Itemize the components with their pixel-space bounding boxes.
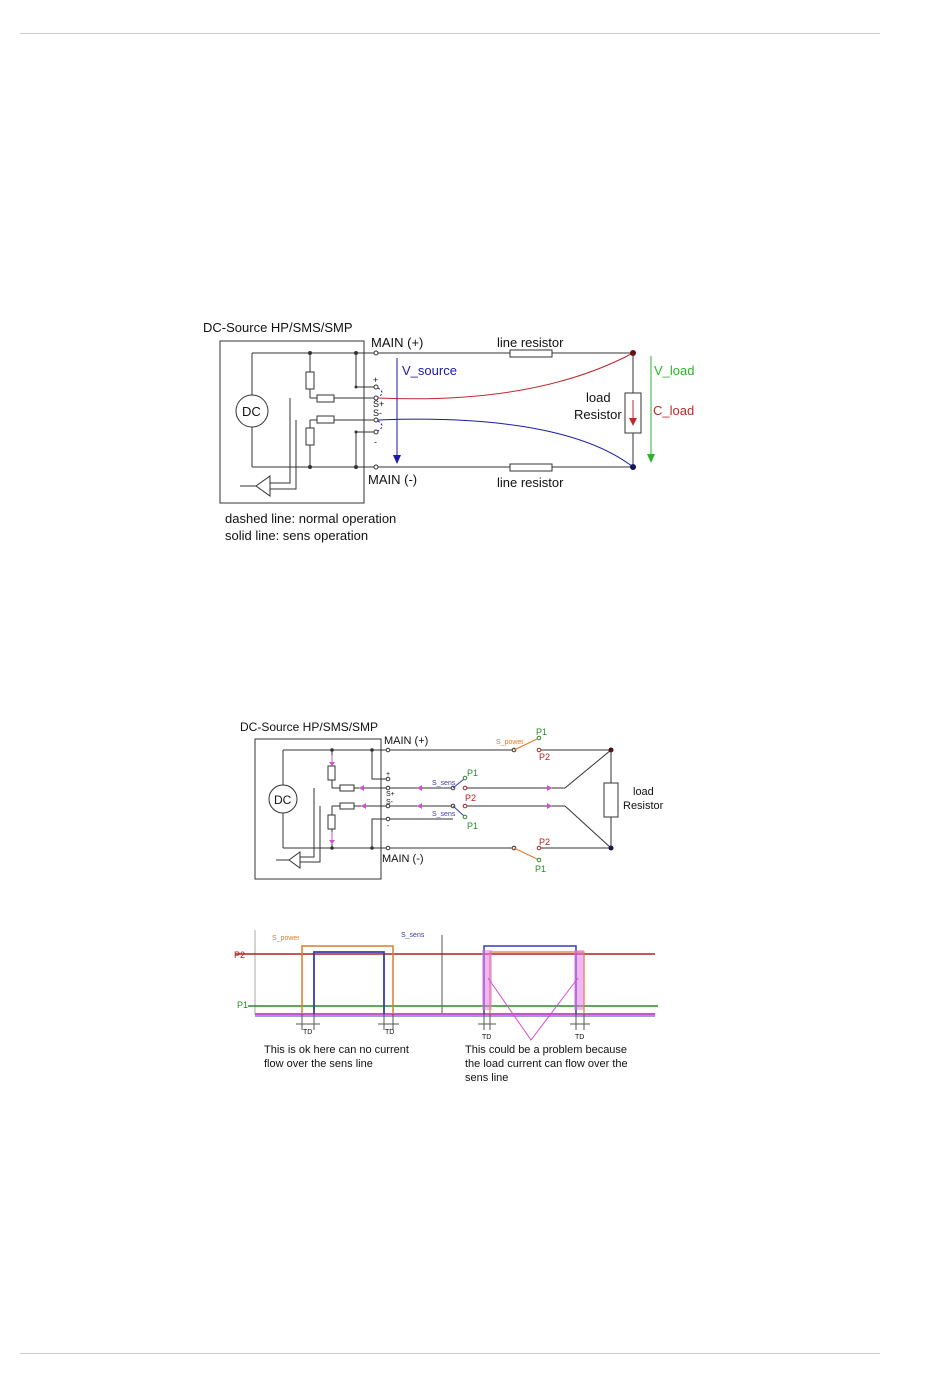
d1-c-load-label: C_load — [653, 403, 694, 418]
d1-legend-solid: solid line: sens operation — [225, 528, 368, 543]
d1-main-minus-label: MAIN (-) — [368, 472, 417, 487]
d1-legend-dashed: dashed line: normal operation — [225, 511, 396, 526]
diagram-switching-circuit: DC-Source HP/SMS/SMP DC — [240, 720, 664, 880]
d2-internal-resistor-top — [327, 765, 336, 781]
timing-td-2: TD — [385, 1029, 394, 1036]
d2-term-sminus: S- — [386, 799, 394, 806]
timing-s-sens-pulse-right — [483, 945, 577, 1014]
d1-term-sminus: S- — [373, 408, 382, 418]
d1-internal-resistor-bottom — [305, 427, 315, 446]
d2-dc-label: DC — [274, 793, 292, 807]
d1-main-plus-label: MAIN (+) — [371, 335, 423, 350]
footer-rule — [20, 1353, 880, 1354]
d1-sense-resistor-top — [316, 394, 335, 403]
d1-sense-plus-line — [377, 352, 634, 400]
d2-p2-top: P2 — [539, 752, 550, 762]
timing-current-flow-path — [487, 977, 579, 1041]
timing-p1-label: P1 — [237, 1000, 248, 1010]
timing-note-right-3: sens line — [465, 1072, 508, 1084]
d2-main-minus-label: MAIN (-) — [382, 853, 424, 865]
d1-load-label-2: Resistor — [574, 407, 622, 422]
d2-main-plus-label: MAIN (+) — [384, 735, 428, 747]
d1-dc-source-symbol — [235, 394, 269, 428]
d2-s-sens-top-label: S_sens — [432, 780, 456, 787]
d2-title: DC-Source HP/SMS/SMP — [240, 720, 378, 734]
d2-s-power-label: S_power — [496, 739, 524, 746]
d1-internal-resistor-top — [305, 371, 315, 390]
timing-p2-label: P2 — [234, 950, 245, 960]
timing-s-power-label: S_power — [272, 935, 300, 942]
d2-sense-resistor-bottom — [339, 802, 355, 810]
timing-note-left-1: This is ok here can no current — [264, 1044, 409, 1056]
d1-term-splus: S+ — [373, 399, 384, 409]
diagram-normal-vs-sense: DC-Source HP/SMS/SMP DC — [203, 320, 694, 543]
d1-title: DC-Source HP/SMS/SMP — [203, 320, 353, 335]
d1-dc-label: DC — [242, 404, 261, 419]
d2-p1-bottom: P1 — [535, 864, 546, 874]
d1-term-plus: + — [373, 375, 378, 385]
timing-s-sens-pulse-left — [313, 951, 385, 1014]
timing-s-power-pulse-right — [489, 951, 585, 1014]
timing-note-left-2: flow over the sens line — [264, 1058, 373, 1070]
d2-p2-sens-mid: P2 — [465, 793, 476, 803]
d1-line-resistor-top — [509, 349, 553, 358]
d1-v-load-label: V_load — [654, 363, 694, 378]
timing-s-sens-label: S_sens — [401, 932, 425, 939]
d1-sense-resistor-bottom — [316, 415, 335, 424]
d2-p1-sens-top: P1 — [467, 768, 478, 778]
d2-load-resistor — [603, 782, 619, 818]
timing-note-right-2: the load current can flow over the — [465, 1058, 628, 1070]
d2-load-label-2: Resistor — [623, 800, 664, 812]
d2-p1-sens-bottom: P1 — [467, 821, 478, 831]
d2-dc-source-symbol — [268, 784, 298, 814]
d1-load-label-1: load — [586, 390, 611, 405]
d2-p2-bottom: P2 — [539, 837, 550, 847]
d2-p1-top: P1 — [536, 727, 547, 737]
d1-line-resistor-bottom — [509, 463, 553, 472]
timing-td-4: TD — [575, 1034, 584, 1041]
d2-s-sens-bottom-label: S_sens — [432, 811, 456, 818]
d2-internal-resistor-bottom — [327, 814, 336, 830]
timing-s-power-pulse-left — [301, 945, 394, 1014]
timing-td-1: TD — [303, 1029, 312, 1036]
d2-load-label-1: load — [633, 786, 654, 798]
d1-sense-amplifier-symbol — [255, 475, 271, 497]
d1-line-resistor-top-label: line resistor — [497, 335, 564, 350]
d1-line-resistor-bottom-label: line resistor — [497, 475, 564, 490]
d2-sense-amplifier-symbol — [288, 851, 301, 869]
d2-sense-resistor-top — [339, 784, 355, 792]
d1-v-source-label: V_source — [402, 363, 457, 378]
d2-term-minus: - — [387, 823, 390, 830]
d2-term-splus: S+ — [386, 791, 395, 798]
timing-td-3: TD — [482, 1034, 491, 1041]
timing-note-right-1: This could be a problem because — [465, 1044, 627, 1056]
d1-sense-minus-line — [377, 418, 634, 468]
header-rule — [20, 33, 880, 34]
timing-diagram: S_power S_sens P2 P1 — [234, 930, 658, 1084]
d2-term-plus: + — [386, 771, 390, 778]
d1-term-minus: - — [374, 437, 377, 447]
timing-td-markers — [296, 1014, 590, 1030]
